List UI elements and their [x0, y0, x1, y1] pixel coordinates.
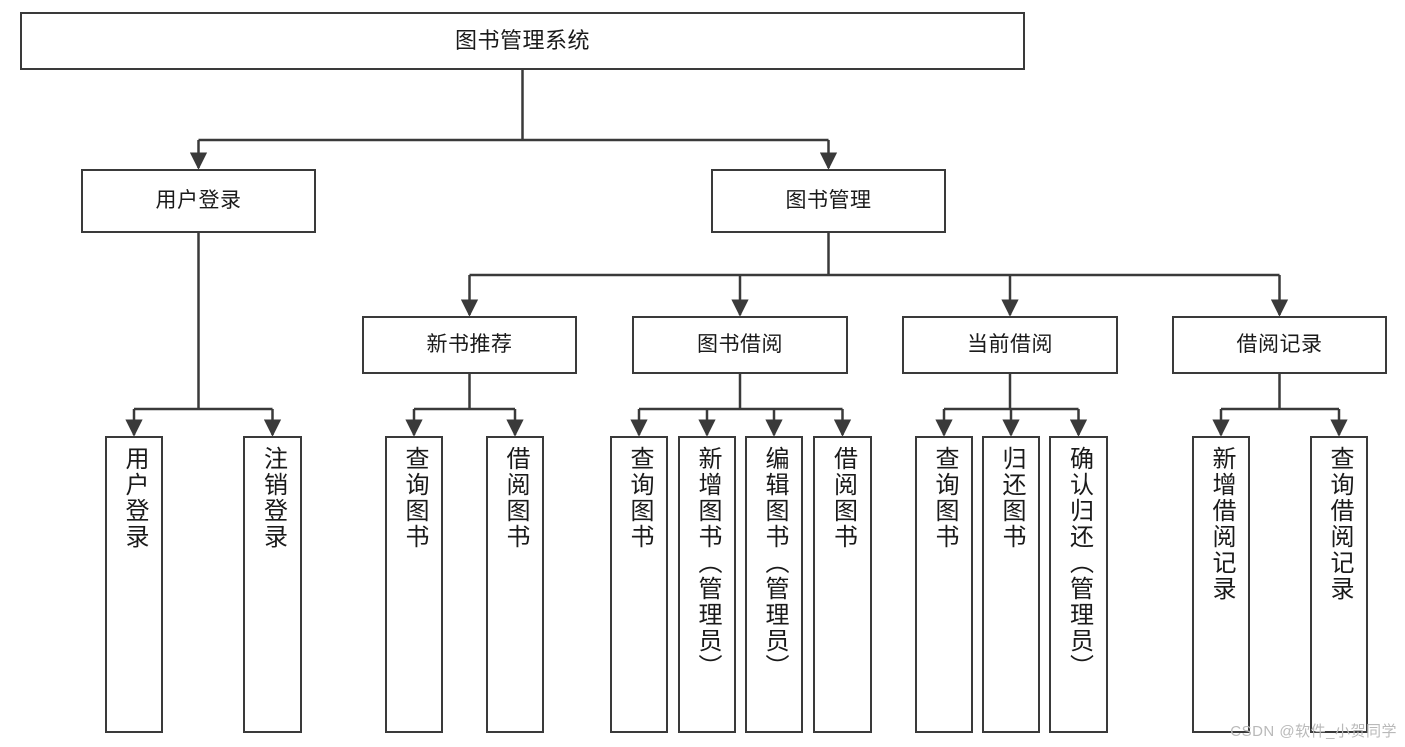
node-leaf-rec-2[interactable]: 查询借阅记录 — [1310, 436, 1368, 733]
node-leaf-login-2[interactable]: 注销登录 — [243, 436, 302, 733]
node-leaf-new-1[interactable]: 查询图书 — [385, 436, 443, 733]
node-leaf-bor-3[interactable]: 编辑图书（管理员） — [745, 436, 803, 733]
node-label: 新增借阅记录 — [1208, 446, 1235, 602]
node-label: 新增图书（管理员） — [694, 446, 721, 680]
node-root[interactable]: 图书管理系统 — [20, 12, 1025, 70]
watermark-text: CSDN @软件_小贺同学 — [1230, 723, 1397, 740]
node-label: 当前借阅 — [967, 332, 1053, 356]
node-label: 确认归还（管理员） — [1065, 446, 1093, 680]
node-label: 图书管理系统 — [454, 28, 590, 54]
node-label: 查询图书 — [401, 446, 428, 550]
node-label: 借阅图书 — [502, 446, 529, 550]
node-login[interactable]: 用户登录 — [81, 169, 316, 233]
node-label: 借阅图书 — [829, 446, 857, 550]
node-leaf-bor-1[interactable]: 查询图书 — [610, 436, 668, 733]
node-leaf-cur-2[interactable]: 归还图书 — [982, 436, 1040, 733]
node-label: 注销登录 — [259, 446, 287, 550]
node-leaf-bor-4[interactable]: 借阅图书 — [813, 436, 872, 733]
node-label: 借阅记录 — [1236, 332, 1323, 356]
node-leaf-rec-1[interactable]: 新增借阅记录 — [1192, 436, 1250, 733]
node-label: 用户登录 — [155, 188, 242, 212]
node-current[interactable]: 当前借阅 — [902, 316, 1118, 374]
node-records[interactable]: 借阅记录 — [1172, 316, 1387, 374]
node-label: 归还图书 — [998, 446, 1025, 550]
node-borrow[interactable]: 图书借阅 — [632, 316, 848, 374]
node-leaf-cur-3[interactable]: 确认归还（管理员） — [1049, 436, 1108, 733]
node-bookmgmt[interactable]: 图书管理 — [711, 169, 946, 233]
node-leaf-bor-2[interactable]: 新增图书（管理员） — [678, 436, 736, 733]
node-label: 编辑图书（管理员） — [761, 446, 788, 680]
node-label: 查询图书 — [931, 446, 958, 550]
connector-lines — [125, 70, 1348, 437]
node-label: 新书推荐 — [426, 332, 513, 356]
node-leaf-new-2[interactable]: 借阅图书 — [486, 436, 544, 733]
node-leaf-login-1[interactable]: 用户登录 — [105, 436, 163, 733]
node-label: 查询图书 — [626, 446, 653, 550]
node-label: 查询借阅记录 — [1326, 446, 1353, 602]
node-label: 图书借阅 — [697, 332, 783, 356]
node-label: 图书管理 — [785, 188, 872, 212]
node-leaf-cur-1[interactable]: 查询图书 — [915, 436, 973, 733]
node-label: 用户登录 — [121, 446, 148, 550]
node-newbook[interactable]: 新书推荐 — [362, 316, 577, 374]
